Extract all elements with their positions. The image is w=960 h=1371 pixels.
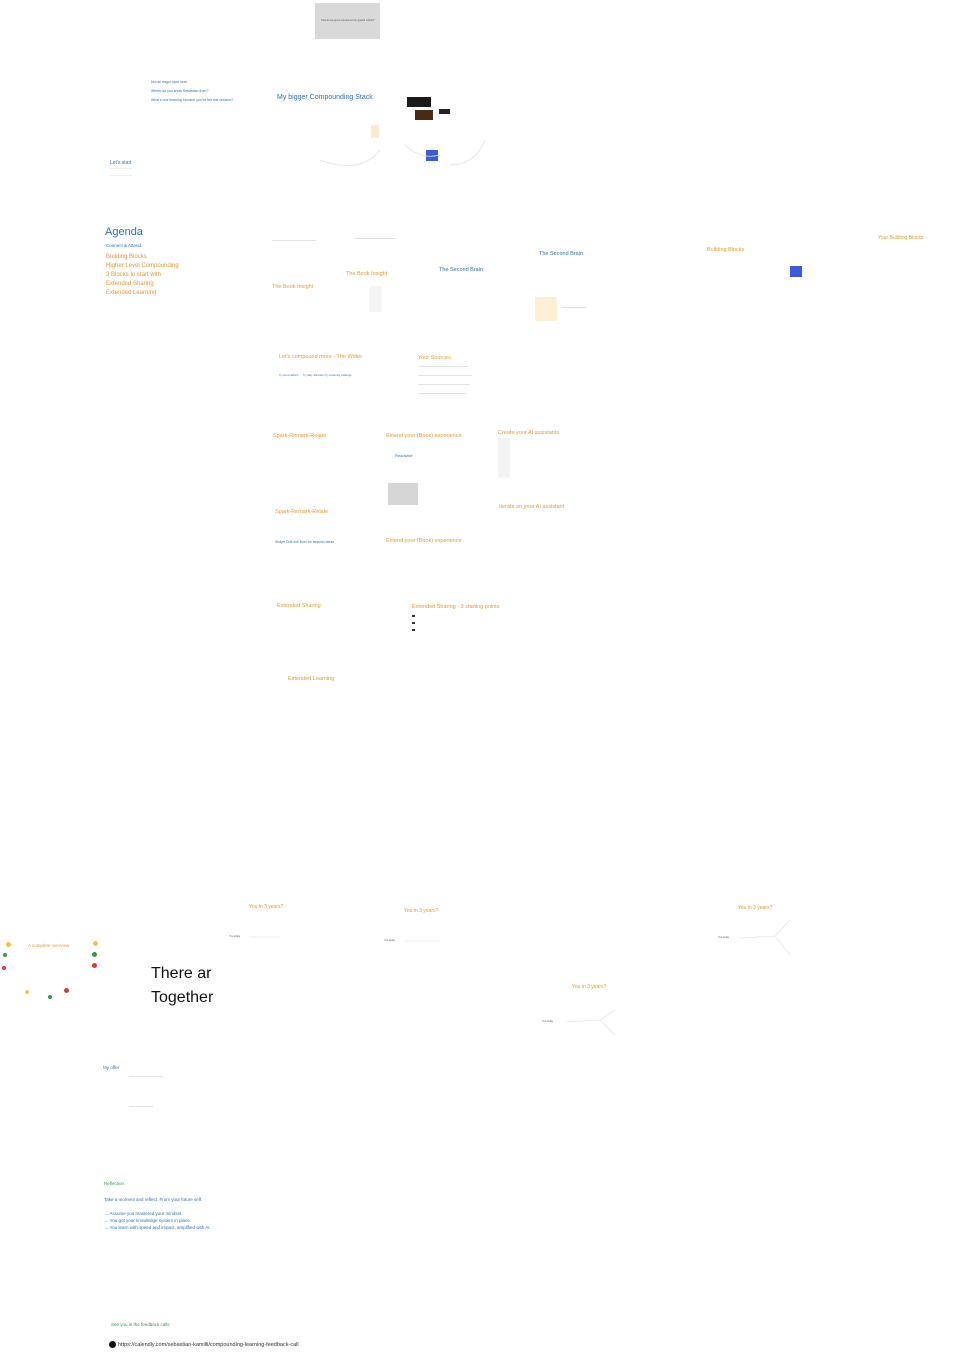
stack-image-brown xyxy=(415,110,433,120)
readwise-logo: Readwise xyxy=(395,453,413,458)
agenda-item-4[interactable]: Extended Sharing xyxy=(106,281,154,287)
building-blocks-title: Building Blocks xyxy=(707,247,745,253)
reflection-bullet-2: → You got your knowledge system in place… xyxy=(104,1218,192,1223)
book-insight-title-2: The Book Insight xyxy=(346,271,388,277)
overview-big-text-2: Together xyxy=(151,989,214,1006)
iterate-ai-assistant-title: Iterate on your AI assistant xyxy=(499,504,565,510)
overview-dot-red xyxy=(2,966,6,970)
agenda-item-5[interactable]: Extended Learning xyxy=(106,290,157,296)
you-today-label-3: You today xyxy=(718,936,730,939)
writer-title: Let's compound more - The Writer xyxy=(279,354,363,360)
link-bullet-icon xyxy=(109,1341,116,1348)
feedback-calls-text: See you in the feedback calls xyxy=(111,1322,170,1327)
you-in-years-title-4: You in 3 years? xyxy=(572,984,607,990)
you-today-label-2: You today xyxy=(384,939,396,942)
reflection-bullet-3: → You learn with speed and impact, ampli… xyxy=(104,1225,211,1230)
second-brain-rule xyxy=(562,307,586,308)
shape-drift-link[interactable]: Shape Drift link form for session ideas xyxy=(275,540,334,544)
intro-question-3: What's one learning in/crane you've felt… xyxy=(151,98,234,102)
extend-experience-image xyxy=(388,483,418,505)
extended-sharing-title: Extended Sharing xyxy=(277,603,321,609)
complete-overview-title: A complete overview xyxy=(28,943,70,948)
agenda-item-3[interactable]: 3 Blocks to start with xyxy=(106,272,162,278)
overview-dot-green xyxy=(3,953,7,957)
agenda-items: Building Blocks Higher Level Compounding… xyxy=(106,254,179,296)
agenda-subtitle: Connect & Attend xyxy=(106,243,142,248)
row1-rule-2 xyxy=(354,238,396,239)
lets-start-title: Let's start xyxy=(110,160,132,166)
writer-link-3[interactable]: Try a learning challenge xyxy=(325,374,352,377)
my-offer-title: My offer xyxy=(103,1065,120,1070)
overview-dot-green-3 xyxy=(48,995,52,999)
extended-sharing-points-title: Extended Sharing - 3 starting points xyxy=(412,604,500,610)
your-building-blocks-title: Your Building Blocks xyxy=(878,235,924,241)
you-today-label-4: You today xyxy=(542,1020,554,1023)
offer-rule-1 xyxy=(129,1076,163,1077)
sources-lines xyxy=(418,366,472,394)
overview-dot-red-3 xyxy=(64,988,69,993)
top-card[interactable]: How do we get to compound our growth fur… xyxy=(315,3,380,39)
stack-image-black xyxy=(407,97,431,107)
you-in-years-title-2: You in 3 years? xyxy=(404,908,439,914)
extended-learning-title: Extended Learning xyxy=(288,676,335,682)
extend-experience-title-2: Extend your (Book) experience xyxy=(386,538,462,544)
stack-blue-square xyxy=(426,150,438,161)
reflection-title: Reflection xyxy=(104,1181,125,1186)
writer-link-1[interactable]: Try out a platform xyxy=(279,374,299,377)
agenda-item-1[interactable]: Building Blocks xyxy=(106,254,147,260)
reflection-prompt: Take a moment and reflect. From your fut… xyxy=(104,1197,203,1202)
intro-question-2: Where do you know Sebastian from? xyxy=(151,89,209,93)
lets-start-notes xyxy=(110,168,132,176)
book-insight-title-1: The Book Insight xyxy=(272,284,314,290)
stack-connectors xyxy=(319,139,486,166)
top-card-text: How do we get to compound our growth fur… xyxy=(321,19,375,22)
row1-rule-1 xyxy=(272,240,316,241)
second-brain-image xyxy=(535,297,557,321)
sharing-point-bullets xyxy=(412,615,415,631)
ai-assistants-sidebar xyxy=(498,438,510,478)
overview-dot-yellow xyxy=(6,942,11,947)
extend-experience-title-1: Extend your (Book) experience xyxy=(386,433,462,439)
stack-image-dark xyxy=(439,109,450,114)
intro-question-1: Not an eager start here xyxy=(151,80,187,84)
overview-dot-yellow-2 xyxy=(93,941,98,946)
agenda-title: Agenda xyxy=(105,226,143,238)
overview-dot-green-2 xyxy=(92,952,97,957)
sources-title: Your Sources xyxy=(418,355,451,361)
you-in-years-title-3: You in 3 years? xyxy=(738,905,773,911)
intro-questions: Not an eager start here Where do you kno… xyxy=(151,80,233,102)
overview-dot-red-2 xyxy=(92,963,97,968)
you-in-years-title-1: You in 3 years? xyxy=(249,904,284,910)
writer-link-2[interactable]: Try daily reflections xyxy=(303,374,325,377)
offer-rule-2 xyxy=(129,1106,153,1107)
spark-remark-relate-title-2: Spark-Remark-Relate xyxy=(275,509,329,515)
spark-remark-relate-title-1: Spark-Remark-Relate xyxy=(273,433,327,439)
years-connectors xyxy=(250,919,791,1036)
you-today-label-1: You today xyxy=(229,935,241,938)
book-insight-image xyxy=(369,286,382,312)
calendly-link[interactable]: https://calendly.com/sebastian-kamilli/c… xyxy=(118,1342,299,1348)
stack-image-peach xyxy=(371,125,379,138)
overview-big-text-1: There ar xyxy=(151,965,212,982)
compounding-stack-title: My bigger Compounding Stack xyxy=(277,94,373,101)
second-brain-title-2: The Second Brain xyxy=(539,251,584,257)
overview-dot-yellow-3 xyxy=(25,990,29,994)
create-ai-assistants-title: Create your AI assistants xyxy=(498,430,560,436)
reflection-bullet-1: → Assume you mastered your mindset. xyxy=(104,1211,183,1216)
reflection-bullets: → Assume you mastered your mindset. → Yo… xyxy=(104,1211,211,1230)
agenda-item-2[interactable]: Higher Level Compounding xyxy=(106,263,179,269)
second-brain-title-1: The Second Brain xyxy=(439,267,484,273)
building-blocks-blue-square xyxy=(790,266,802,277)
